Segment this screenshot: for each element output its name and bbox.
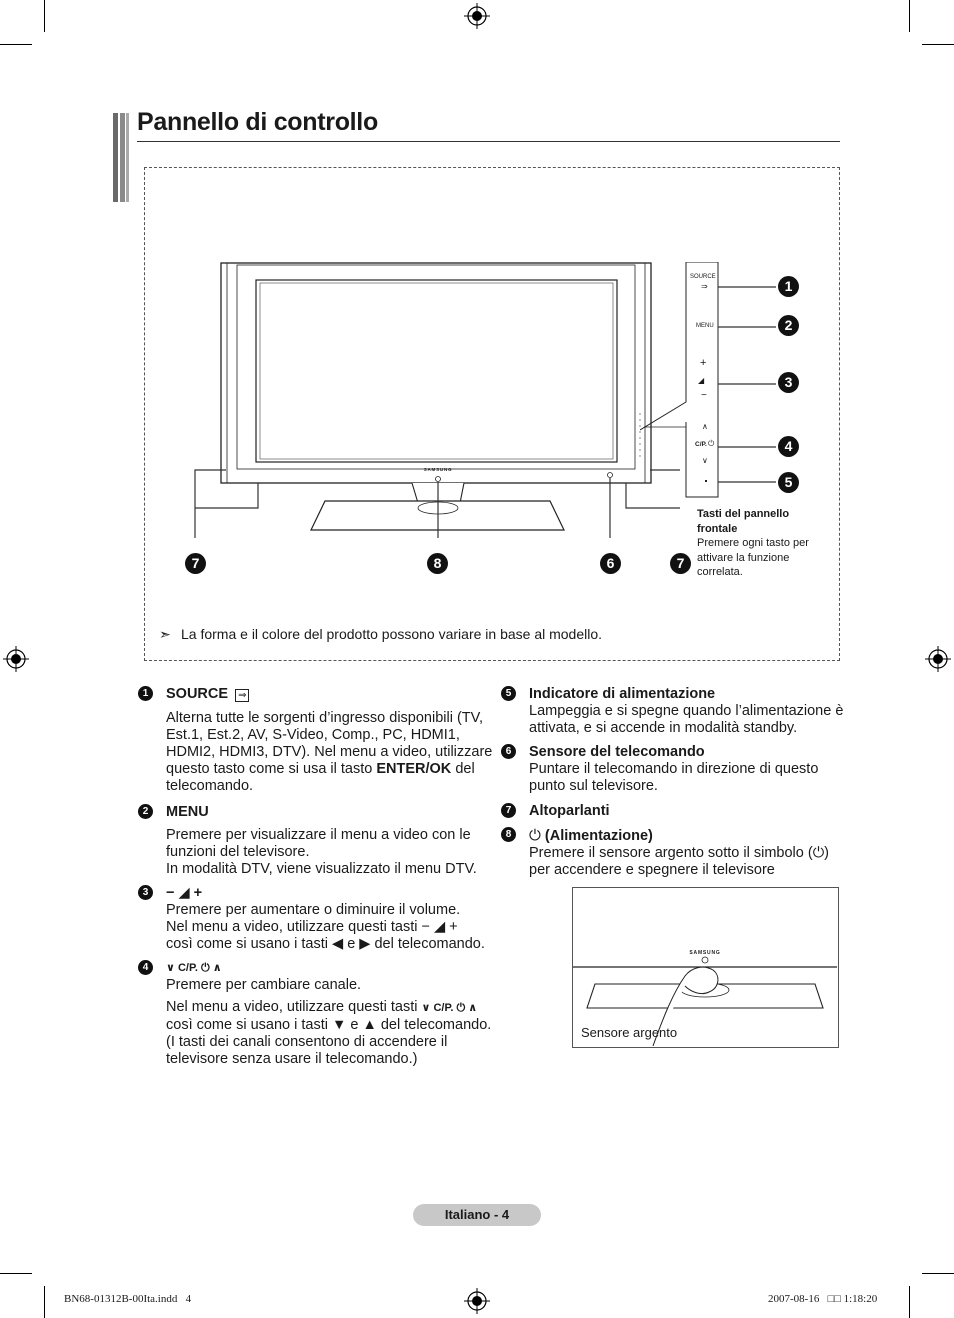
panel-note: Tasti del pannello frontale Premere ogni… [697, 507, 817, 580]
item-power-indicator-body: Lampeggia e si spegne quando l’alimentaz… [529, 703, 844, 736]
item-volume: − ◢ + Premere per aumentare o diminuire … [166, 885, 511, 953]
power-icon: ⏻ [708, 439, 715, 448]
registration-mark-icon [464, 1288, 490, 1314]
registration-mark-icon [464, 3, 490, 29]
footer-date: 2007-08-16 □□ 1:18:20 [768, 1293, 878, 1305]
item-2-number: 2 [138, 804, 153, 819]
panel-plus: + [700, 357, 707, 369]
title-underline [137, 141, 840, 142]
callout-7-left: 7 [185, 553, 206, 574]
item-volume-body3: così come si usano i tasti ◀ e ▶ del tel… [166, 936, 485, 952]
figure-frame [144, 167, 840, 661]
item-menu-heading: MENU [166, 804, 209, 820]
crop-mark [909, 0, 910, 32]
item-channel-body4: (I tasti dei canali consentono di accend… [166, 1034, 448, 1067]
item-menu-body: Premere per visualizzare il menu a video… [166, 827, 471, 860]
power-icon: ⏻ [812, 845, 825, 861]
item-speakers: Altoparlanti [529, 803, 847, 820]
note-arrow-icon: ➣ [159, 626, 171, 642]
item-power-heading: (Alimentazione) [544, 828, 653, 844]
sensor-illustration: SAMSUNG [573, 950, 837, 1046]
item-remote-sensor-heading: Sensore del telecomando [529, 744, 705, 760]
item-5-number: 5 [501, 686, 516, 701]
item-remote-sensor: Sensore del telecomando Puntare il telec… [529, 744, 847, 795]
power-icon: ⏻ [529, 827, 541, 844]
panel-note-body: Premere ogni tasto per attivare la funzi… [697, 537, 809, 578]
item-source-body-tail: del telecomando. [166, 761, 475, 794]
item-7-number: 7 [501, 803, 516, 818]
item-6-number: 6 [501, 744, 516, 759]
item-menu-body2: In modalità DTV, viene visualizzato il m… [166, 861, 477, 877]
item-channel-body3: così come si usano i tasti ▼ e ▲ del tel… [166, 1017, 492, 1033]
title-accent-bar [113, 113, 129, 202]
panel-up: ∧ [702, 422, 708, 431]
svg-text:SAMSUNG: SAMSUNG [424, 467, 453, 472]
item-channel-body: Premere per cambiare canale. [166, 977, 362, 993]
item-3-number: 3 [138, 885, 153, 900]
crop-mark [0, 44, 32, 45]
item-channel-body2: Nel menu a video, utilizzare questi tast… [166, 999, 418, 1015]
item-source-heading: SOURCE [166, 686, 229, 702]
item-volume-body2: Nel menu a video, utilizzare questi tast… [166, 919, 418, 935]
item-remote-sensor-body: Puntare il telecomando in direzione di q… [529, 761, 819, 794]
model-note-text: La forma e il colore del prodotto posson… [181, 626, 603, 642]
panel-dot [705, 480, 707, 482]
crop-mark [922, 1273, 954, 1274]
model-note: ➣ La forma e il colore del prodotto posso… [159, 626, 602, 643]
item-channel-heading: ∨ C/P. ⏻ ∧ [166, 962, 222, 974]
callout-3: 3 [778, 372, 799, 393]
volume-wedge-icon: ◢ [698, 376, 705, 385]
page-title: Pannello di controllo [137, 108, 378, 136]
item-volume-heading: − ◢ + [166, 885, 203, 901]
footer-file: BN68-01312B-00Ita.indd 4 [64, 1293, 192, 1305]
volume-keys-icon: − ◢ + [421, 919, 458, 935]
crop-mark [44, 1286, 45, 1318]
item-volume-body: Premere per aumentare o diminuire il vol… [166, 902, 461, 918]
item-power-body-a: Premere il sensore argento sotto il simb… [529, 845, 813, 861]
item-source-body: Alterna tutte le sorgenti d’ingresso dis… [166, 710, 493, 777]
item-1-number: 1 [138, 686, 153, 701]
item-4-number: 4 [138, 960, 153, 975]
panel-cp: C/P. [695, 441, 707, 448]
crop-mark [44, 0, 45, 32]
panel-menu-label: MENU [696, 323, 714, 329]
panel-source-label: SOURCE [690, 274, 716, 280]
sensor-caption: Sensore argento [581, 1025, 678, 1040]
item-8-number: 8 [501, 827, 516, 842]
channel-keys-icon: ∨ C/P. ⏻ ∧ [421, 1002, 478, 1014]
source-input-icon: ⇒ [701, 282, 708, 291]
callout-4: 4 [778, 436, 799, 457]
registration-mark-icon [3, 646, 29, 672]
item-power-indicator: Indicatore di alimentazione Lampeggia e … [529, 686, 847, 737]
item-power: ⏻ (Alimentazione) Premere il sensore arg… [529, 827, 847, 879]
source-input-icon: ⇒ [235, 689, 250, 702]
registration-mark-icon [925, 646, 951, 672]
crop-mark [922, 44, 954, 45]
item-menu: MENU Premere per visualizzare il menu a … [166, 804, 506, 878]
item-source-body-bold: ENTER/OK [376, 761, 452, 777]
sensor-figure [572, 887, 839, 1048]
item-channel: ∨ C/P. ⏻ ∧ Premere per cambiare canale. … [166, 960, 511, 1068]
panel-leaders [718, 286, 776, 483]
callout-2: 2 [778, 315, 799, 336]
callout-1: 1 [778, 276, 799, 297]
panel-note-title: Tasti del pannello frontale [697, 508, 790, 535]
item-source: SOURCE ⇒ Alterna tutte le sorgenti d’ing… [166, 686, 506, 795]
tv-illustration: SAMSUNG [194, 262, 680, 538]
panel-down: ∨ [702, 456, 708, 465]
item-power-indicator-heading: Indicatore di alimentazione [529, 686, 716, 702]
crop-mark [0, 1273, 32, 1274]
callout-7-right: 7 [670, 553, 691, 574]
item-power-body-b: ) per accendere e spegnere il televisore [529, 845, 830, 878]
panel-minus: − [701, 390, 707, 401]
callout-6: 6 [600, 553, 621, 574]
item-speakers-heading: Altoparlanti [529, 803, 610, 819]
page-number-badge: Italiano - 4 [413, 1204, 541, 1226]
callout-8: 8 [427, 553, 448, 574]
crop-mark [909, 1286, 910, 1318]
svg-text:SAMSUNG: SAMSUNG [689, 950, 720, 956]
control-panel-strip [640, 262, 719, 498]
callout-5: 5 [778, 472, 799, 493]
